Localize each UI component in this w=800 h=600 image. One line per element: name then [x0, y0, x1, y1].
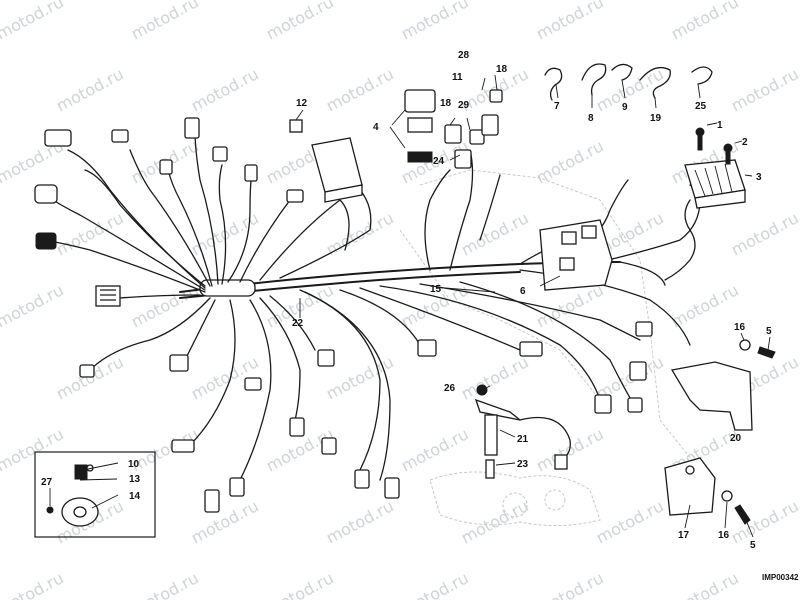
callout-15: 15: [430, 284, 442, 295]
callout-12: 12: [296, 98, 308, 109]
watermark-text: motod.ru: [128, 0, 202, 44]
callout-23: 23: [517, 459, 529, 470]
watermark-text: motod.ru: [668, 280, 742, 331]
watermark-text: motod.ru: [263, 0, 337, 44]
callout-18: 18: [440, 98, 452, 109]
watermark-text: motod.ru: [128, 568, 202, 600]
horn-bracket: [74, 464, 88, 480]
callout-8: 8: [588, 113, 594, 124]
bracket-17: [664, 457, 716, 516]
watermark-text: motod.ru: [0, 424, 67, 475]
harness-sheath: [199, 279, 256, 297]
callout-16: 16: [734, 322, 746, 333]
callout-29: 29: [458, 100, 470, 111]
watermark-text: motod.ru: [188, 64, 262, 115]
junction-block-6: [539, 219, 613, 291]
watermark-text: motod.ru: [53, 352, 127, 403]
connector-plug: [34, 184, 58, 204]
connector-plug: [44, 129, 72, 147]
relay-connector: [289, 119, 303, 133]
connectors-left: [34, 117, 653, 513]
watermark-text: motod.ru: [533, 568, 607, 600]
callout-9: 9: [622, 102, 628, 113]
connector-block: [95, 285, 121, 307]
callout-11: 11: [452, 72, 463, 83]
callout-16: 16: [718, 530, 730, 541]
image-code: IMP00342: [762, 573, 799, 582]
callout-2: 2: [742, 137, 748, 148]
watermark-text: motod.ru: [533, 0, 607, 44]
watermark-text: motod.ru: [668, 0, 742, 44]
watermark-text: motod.ru: [263, 568, 337, 600]
callout-20: 20: [730, 433, 742, 444]
callout-3: 3: [756, 172, 762, 183]
watermark-text: motod.ru: [0, 0, 67, 44]
watermark-text: motod.ru: [728, 208, 800, 259]
relay-4: [404, 89, 436, 113]
voltage-regulator-3: [664, 127, 746, 281]
central-components: [289, 89, 613, 479]
callout-22: 22: [292, 318, 304, 329]
ignition-coil-21: [474, 398, 521, 421]
harness-branches-left: [44, 129, 701, 481]
watermark-text: motod.ru: [398, 424, 472, 475]
callout-19: 19: [650, 113, 662, 124]
callout-6: 6: [520, 286, 526, 297]
callout-26: 26: [444, 383, 456, 394]
callout-7: 7: [554, 101, 560, 112]
callout-21: 21: [517, 434, 529, 445]
callout-28: 28: [458, 50, 470, 61]
callout-24: 24: [433, 156, 445, 167]
leader-lines: [49, 74, 771, 538]
watermark-text: motod.ru: [458, 208, 532, 259]
cable-clips: [544, 63, 713, 101]
watermark-text: motod.ru: [128, 280, 202, 331]
watermark-text: motod.ru: [53, 208, 127, 259]
callout-labels: 1 2 3 4 5 5 6 7 8 9 10 11 12 13 14 15 16…: [41, 50, 772, 551]
bracket-20: [670, 361, 753, 431]
brackets: [664, 339, 776, 525]
inset-frame: [34, 451, 156, 538]
connector-plug: [35, 232, 57, 250]
watermark-text: motod.ru: [668, 568, 742, 600]
callout-27: 27: [41, 477, 53, 488]
watermark-text: motod.ru: [188, 496, 262, 547]
callout-13: 13: [129, 474, 141, 485]
inset-box: [34, 451, 156, 538]
callout-4: 4: [373, 122, 379, 133]
watermark-text: motod.ru: [593, 496, 667, 547]
callout-1: 1: [717, 120, 723, 131]
watermark-text: motod.ru: [0, 280, 67, 331]
watermark-text: motod.ru: [728, 496, 800, 547]
watermark-text: motod.ru: [458, 352, 532, 403]
relay-box: [311, 137, 363, 193]
callout-10: 10: [128, 459, 140, 470]
watermark-text: motod.ru: [0, 568, 67, 600]
watermark-text: motod.ru: [53, 64, 127, 115]
callout-17: 17: [678, 530, 690, 541]
watermark-text: motod.ru: [323, 496, 397, 547]
callout-5: 5: [750, 540, 756, 551]
callout-25: 25: [695, 101, 707, 112]
watermark-text: motod.ru: [728, 64, 800, 115]
watermark-text: motod.ru: [323, 64, 397, 115]
watermark-text: motod.ru: [398, 0, 472, 44]
callout-14: 14: [129, 491, 141, 502]
callout-5: 5: [766, 326, 772, 337]
callout-18: 18: [496, 64, 508, 75]
watermark-text: motod.ru: [398, 568, 472, 600]
